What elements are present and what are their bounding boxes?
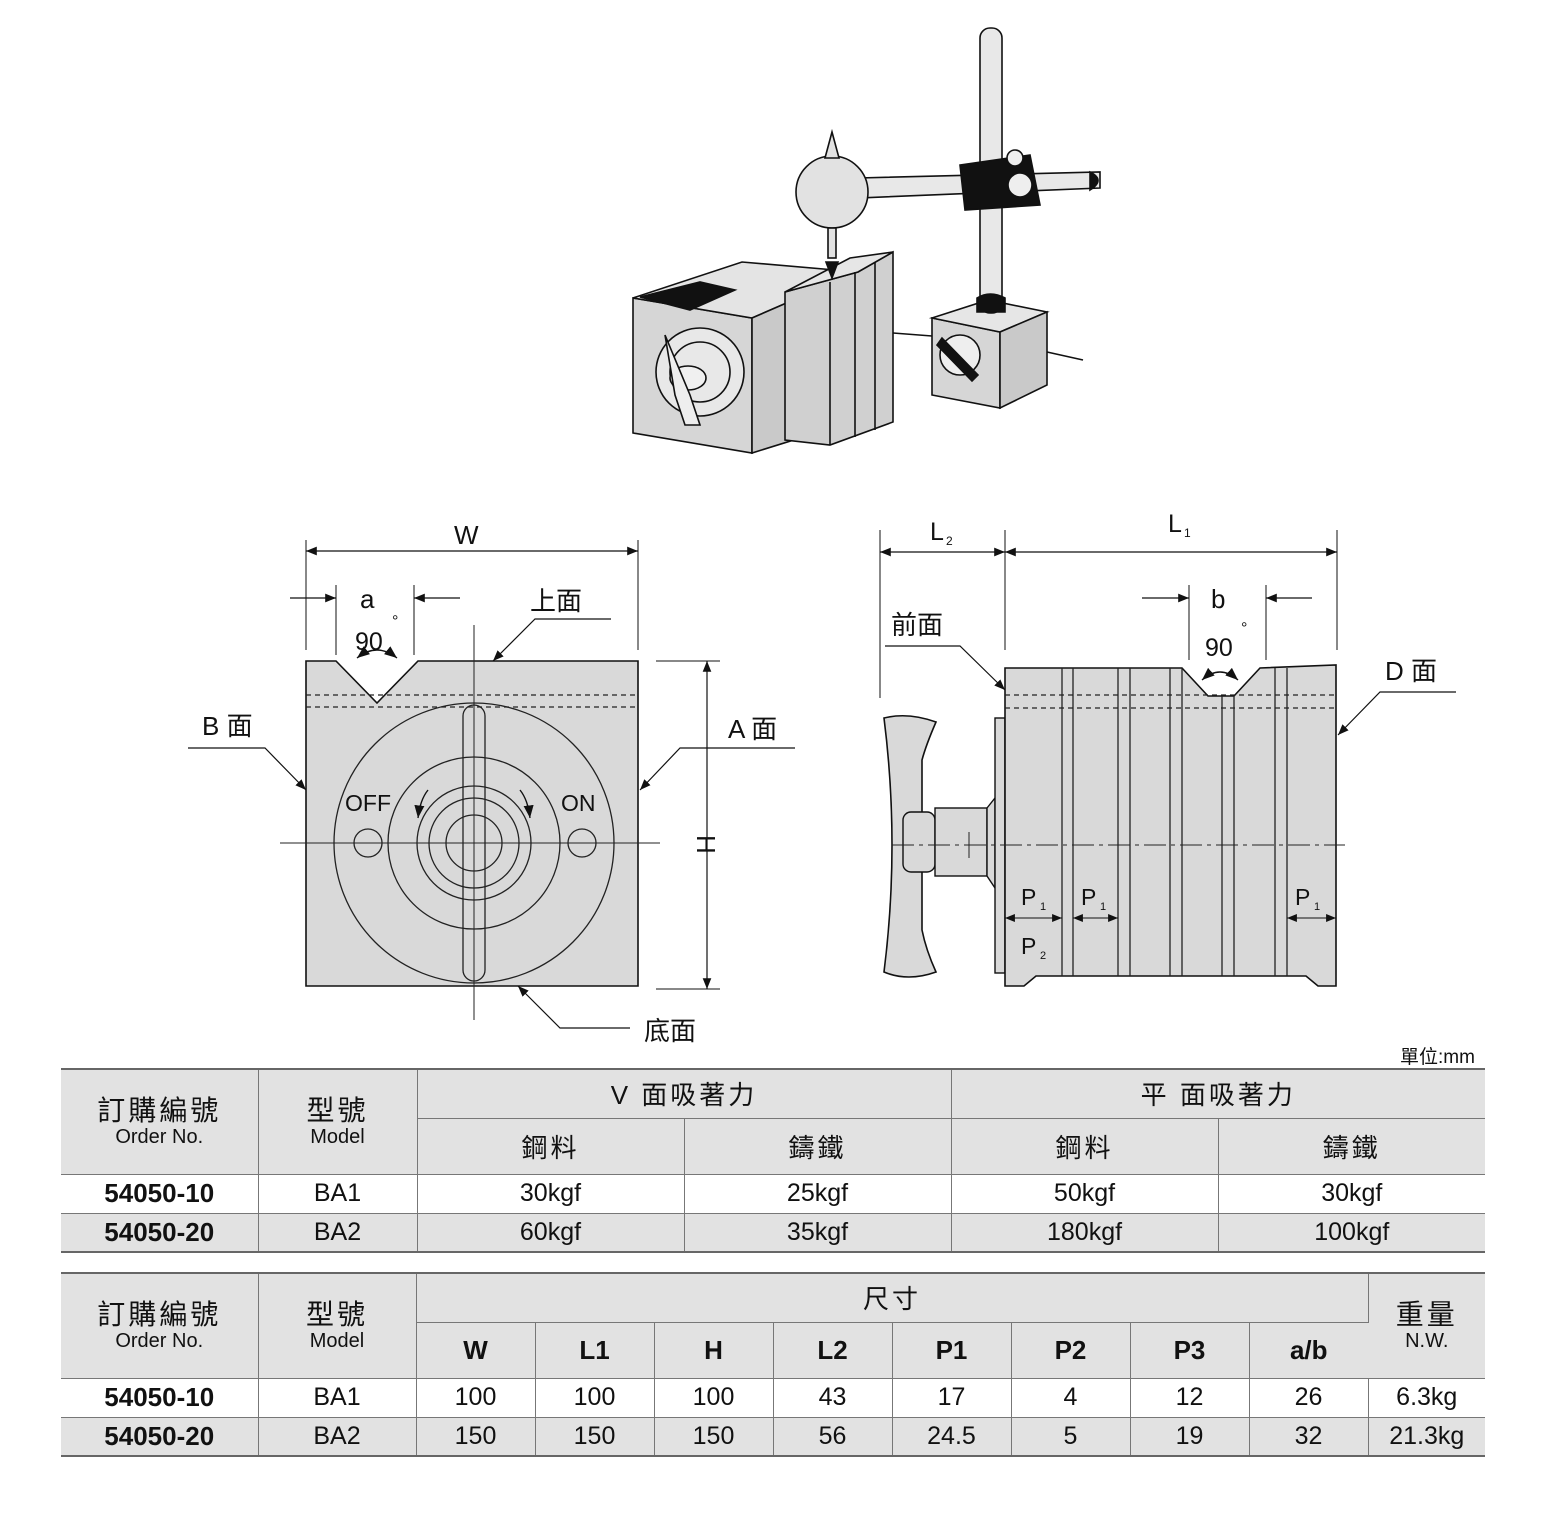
table1-top-border	[61, 1068, 1485, 1070]
p1-subscript-2: 1	[1100, 901, 1106, 913]
p2-cell: 5	[1011, 1417, 1131, 1457]
p3-cell: 12	[1130, 1378, 1250, 1418]
face-a-label: A 面	[728, 714, 777, 744]
order-no-cell: 54050-10	[61, 1378, 259, 1418]
w-cell: 100	[416, 1378, 536, 1418]
flat-cast-iron-header: 鑄鐵	[1218, 1118, 1486, 1175]
order-no-cell: 54050-10	[61, 1174, 259, 1214]
p2-subscript: 2	[1040, 950, 1046, 962]
dim-l2-subscript: 2	[946, 534, 953, 548]
unit-label: 單位:mm	[1400, 1047, 1475, 1068]
dim-l1-subscript: 1	[1184, 526, 1191, 540]
bottom-face-label: 底面	[644, 1016, 696, 1046]
flat-iron-cell: 100kgf	[1218, 1213, 1486, 1253]
flat-face-force-header: 平 面吸著力	[951, 1070, 1486, 1119]
v-cast-iron-header: 鑄鐵	[684, 1118, 952, 1175]
model-cell: BA2	[258, 1417, 417, 1457]
table-row: 54050-20 BA2 60kgf 35kgf 180kgf 100kgf	[61, 1213, 1486, 1253]
p3-cell: 19	[1130, 1417, 1250, 1457]
v-face-force-header: V 面吸著力	[417, 1070, 952, 1119]
degree-symbol-side: °	[1241, 620, 1247, 637]
side-view: L 2 L 1 前面 b 90 ° D 面 P 1 P 1 P 1 P 2	[879, 510, 1456, 987]
dim-b-label: b	[1211, 584, 1225, 614]
on-label: ON	[561, 790, 596, 816]
p1-subscript-1: 1	[1040, 901, 1046, 913]
p1-cell: 17	[892, 1378, 1012, 1418]
front-view: W a 90 ° 上面 B 面 A 面 OFF ON H 底面	[188, 520, 795, 1046]
dim-h-label: H	[691, 835, 721, 854]
w-cell: 150	[416, 1417, 536, 1457]
flat-steel-cell: 50kgf	[951, 1174, 1219, 1214]
v-steel-cell: 60kgf	[417, 1213, 685, 1253]
face-b-label: B 面	[202, 711, 253, 741]
col-h-header: H	[654, 1322, 774, 1379]
model-cell: BA2	[258, 1213, 418, 1253]
face-d-label: D 面	[1385, 656, 1437, 686]
table-row: 54050-10 BA1 100 100 100 43 17 4 12 26 6…	[61, 1378, 1486, 1418]
table2-top-border	[61, 1272, 1485, 1274]
col-l2-header: L2	[773, 1322, 893, 1379]
order-no-cell: 54050-20	[61, 1417, 259, 1457]
weight-cell: 6.3kg	[1368, 1378, 1486, 1418]
p1-cell: 24.5	[892, 1417, 1012, 1457]
weight-cell: 21.3kg	[1368, 1417, 1486, 1457]
col-l1-header: L1	[535, 1322, 655, 1379]
angle-90-label-side: 90	[1205, 634, 1233, 662]
p1-label-3: P	[1295, 884, 1310, 910]
l1-cell: 100	[535, 1378, 655, 1418]
v-steel-cell: 30kgf	[417, 1174, 685, 1214]
col-p3-header: P3	[1130, 1322, 1250, 1379]
model-cell: BA1	[258, 1174, 418, 1214]
table-row: 54050-20 BA2 150 150 150 56 24.5 5 19 32…	[61, 1417, 1486, 1457]
dimensions-header: 尺寸	[416, 1274, 1369, 1323]
p1-subscript-3: 1	[1314, 901, 1320, 913]
ab-cell: 26	[1249, 1378, 1369, 1418]
technical-drawing: W a 90 ° 上面 B 面 A 面 OFF ON H 底面	[188, 27, 1456, 1046]
flat-steel-cell: 180kgf	[951, 1213, 1219, 1253]
h-cell: 100	[654, 1378, 774, 1418]
off-label: OFF	[345, 790, 391, 816]
dim-l1-label: L	[1168, 510, 1182, 538]
p1-label-2: P	[1081, 884, 1096, 910]
model-cell: BA1	[258, 1378, 417, 1418]
front-face-label: 前面	[891, 610, 943, 640]
p2-label: P	[1021, 933, 1036, 959]
v-iron-cell: 25kgf	[684, 1174, 952, 1214]
flat-steel-header: 鋼料	[951, 1118, 1219, 1175]
l1-cell: 150	[535, 1417, 655, 1457]
dim-w-label: W	[454, 520, 479, 550]
flat-iron-cell: 30kgf	[1218, 1174, 1486, 1214]
l2-cell: 43	[773, 1378, 893, 1418]
table-row: 54050-10 BA1 30kgf 25kgf 50kgf 30kgf	[61, 1174, 1486, 1214]
degree-symbol: °	[392, 613, 398, 630]
col-p2-header: P2	[1011, 1322, 1131, 1379]
top-face-label: 上面	[530, 586, 582, 616]
p2-cell: 4	[1011, 1378, 1131, 1418]
order-no-cell: 54050-20	[61, 1213, 259, 1253]
col-ab-header: a/b	[1249, 1322, 1369, 1379]
h-cell: 150	[654, 1417, 774, 1457]
isometric-illustration	[632, 27, 1101, 455]
ab-cell: 32	[1249, 1417, 1369, 1457]
l2-cell: 56	[773, 1417, 893, 1457]
col-p1-header: P1	[892, 1322, 1012, 1379]
v-iron-cell: 35kgf	[684, 1213, 952, 1253]
dim-l2-label: L	[930, 518, 944, 546]
v-steel-header: 鋼料	[417, 1118, 685, 1175]
p1-label-1: P	[1021, 884, 1036, 910]
angle-90-label: 90	[355, 628, 383, 656]
col-w-header: W	[416, 1322, 536, 1379]
dim-a-label: a	[360, 584, 375, 614]
